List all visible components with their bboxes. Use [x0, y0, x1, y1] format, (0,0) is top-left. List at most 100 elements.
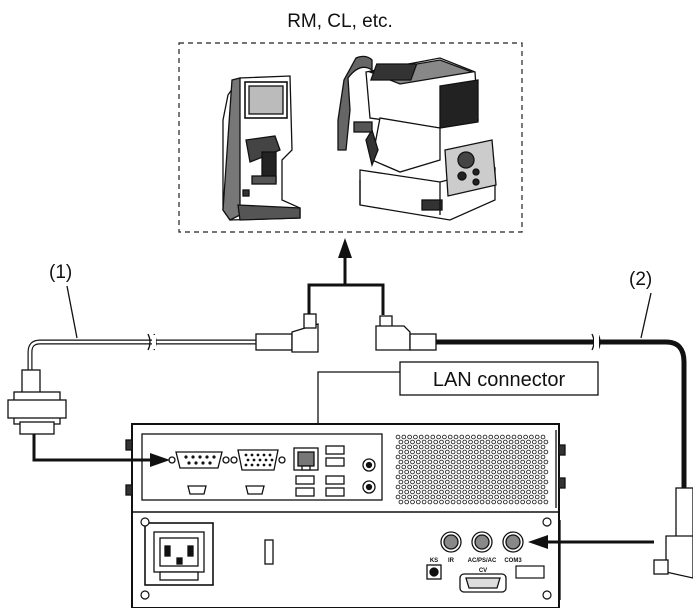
vent-hole [465, 484, 470, 490]
vent-hole [421, 489, 427, 495]
vent-hole [415, 459, 421, 465]
vent-hole [401, 434, 407, 440]
vent-hole [479, 499, 485, 505]
vent-hole [421, 469, 427, 475]
vent-hole [415, 439, 421, 445]
vent-hole [453, 474, 459, 480]
vent-hole [395, 444, 401, 450]
cable-1-plug [255, 313, 319, 353]
vent-hole [526, 449, 531, 455]
lan-port [293, 447, 319, 471]
com3-port [502, 531, 524, 553]
vga-port [230, 449, 286, 471]
vent-hole [520, 469, 525, 475]
vent-hole [514, 489, 520, 495]
vent-hole [404, 439, 410, 445]
vent-hole [488, 444, 494, 450]
vent-hole [508, 499, 514, 505]
vent-hole [436, 484, 441, 490]
vent-hole [415, 489, 421, 495]
hdmi-ports [187, 485, 265, 495]
vent-hole [436, 464, 441, 470]
audio-jacks [362, 458, 376, 494]
vent-hole [436, 444, 441, 450]
vent-hole [404, 479, 410, 485]
vent-hole [514, 469, 520, 475]
vent-hole [523, 494, 528, 500]
vent-hole [531, 499, 537, 505]
vent-hole [436, 494, 441, 500]
vent-hole [444, 469, 450, 475]
vent-hole [404, 449, 410, 455]
vent-hole [468, 499, 473, 505]
vent-hole [442, 434, 447, 440]
vent-hole [491, 499, 497, 505]
vent-hole [479, 489, 485, 495]
panel-screw [140, 590, 150, 600]
vent-hole [471, 474, 476, 480]
vent-hole [421, 479, 427, 485]
vent-hole [531, 459, 537, 465]
vent-hole [450, 489, 456, 495]
acpsac-port [471, 531, 493, 553]
vent-hole [488, 464, 494, 470]
vent-hole [395, 494, 401, 500]
vent-hole [424, 494, 430, 500]
vent-hole [485, 489, 491, 495]
vent-hole [407, 444, 412, 450]
vent-hole [500, 494, 505, 500]
vent-hole [491, 459, 497, 465]
vent-hole [456, 459, 462, 465]
vent-hole [418, 474, 424, 480]
vent-hole [468, 489, 473, 495]
acpsac-port-label: AC/PS/AC [468, 558, 497, 564]
vent-hole [395, 464, 401, 470]
vent-hole [413, 444, 418, 450]
panel-screw [542, 590, 552, 600]
vent-hole [511, 444, 517, 450]
vent-hole [526, 439, 531, 445]
vent-hole [398, 499, 404, 505]
vent-hole [505, 484, 511, 490]
vent-hole [514, 439, 520, 445]
vent-hole [479, 439, 485, 445]
vent-hole [465, 454, 470, 460]
cable-2-plug [375, 315, 437, 351]
com-serial-port [168, 451, 230, 469]
vent-hole [537, 439, 543, 445]
vent-hole [413, 494, 418, 500]
vent-hole [511, 484, 517, 490]
vent-hole [473, 479, 479, 485]
vent-hole [471, 484, 476, 490]
vent-hole [442, 454, 447, 460]
vent-hole [543, 459, 549, 465]
vent-hole [537, 499, 543, 505]
vent-hole [465, 464, 470, 470]
vent-hole [427, 439, 433, 445]
vent-hole [447, 464, 453, 470]
vent-hole [401, 454, 407, 460]
vent-hole [476, 474, 482, 480]
vent-hole [433, 439, 439, 445]
vent-hole [479, 469, 485, 475]
bracket-arrow [307, 258, 385, 315]
vent-hole [395, 484, 401, 490]
vent-hole [473, 469, 479, 475]
vent-hole [511, 434, 517, 440]
ventilation-grid [395, 434, 549, 505]
vent-hole [398, 459, 404, 465]
vent-hole [447, 444, 453, 450]
vent-hole [450, 479, 456, 485]
vent-hole [453, 444, 459, 450]
vent-hole [511, 474, 517, 480]
cable-2-leader [640, 292, 652, 339]
vent-hole [462, 439, 468, 445]
vent-hole [439, 439, 444, 445]
vent-hole [413, 434, 418, 440]
vent-hole [500, 454, 505, 460]
vent-hole [401, 484, 407, 490]
vent-hole [462, 449, 468, 455]
vent-hole [511, 494, 517, 500]
vent-hole [531, 489, 537, 495]
vent-hole [482, 494, 488, 500]
